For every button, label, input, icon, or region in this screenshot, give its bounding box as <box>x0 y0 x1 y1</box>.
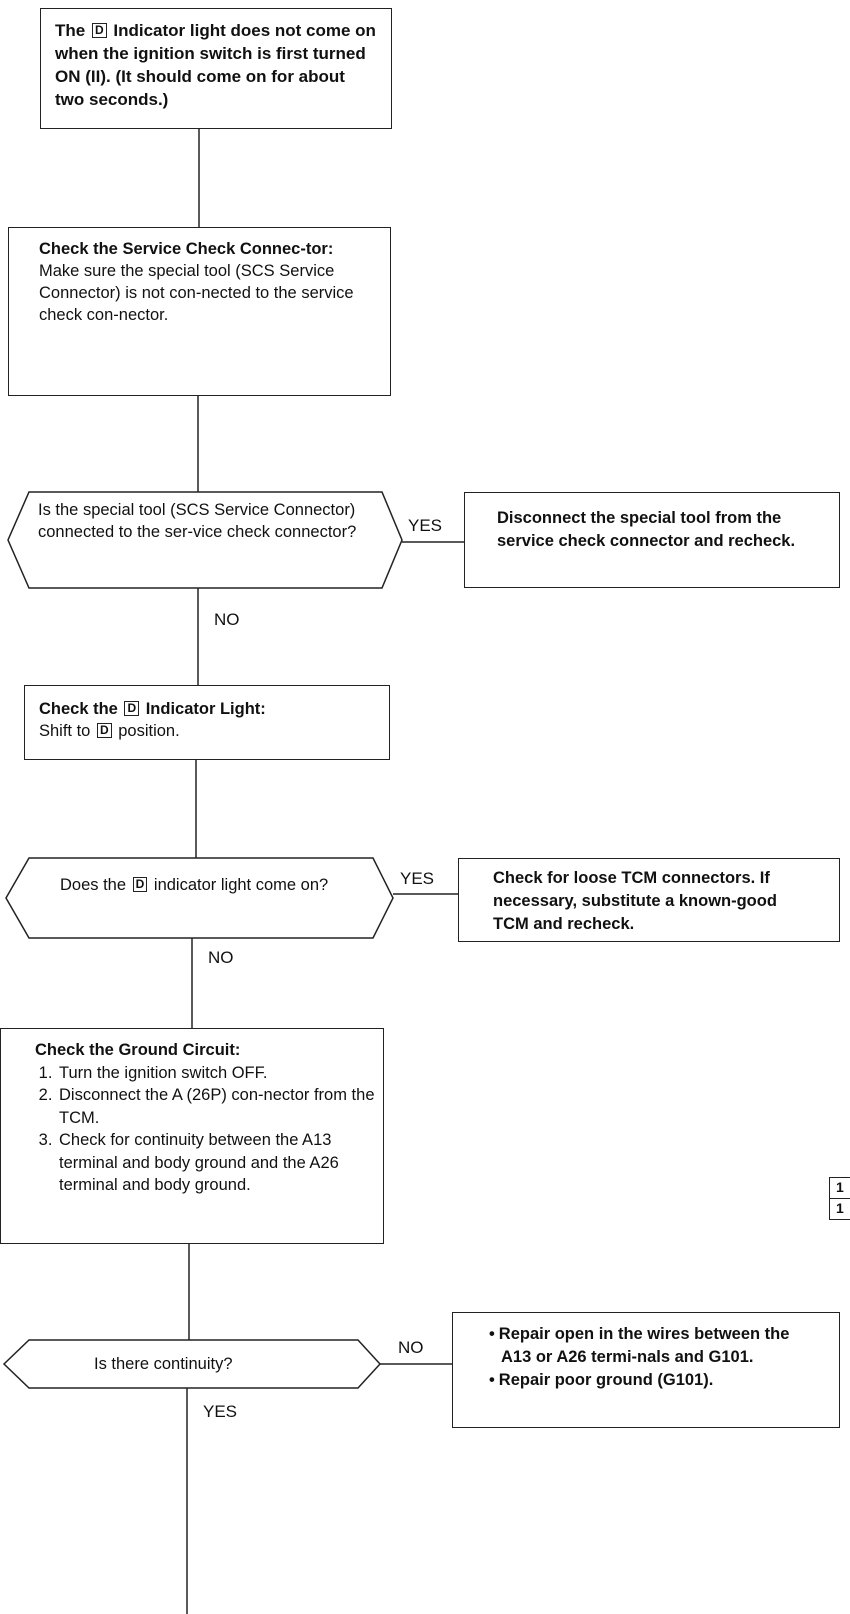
list-item: Repair poor ground (G101). <box>499 1369 805 1392</box>
d-position-symbol: D <box>91 23 107 38</box>
question-d-indicator-on: Does the D indicator light come on? <box>60 874 330 896</box>
edge-mark-bottom: 1 <box>829 1198 850 1220</box>
q3-no-label: NO <box>398 1338 424 1357</box>
decision-shape-q3 <box>2 1339 382 1389</box>
q2-no-label: NO <box>208 948 234 967</box>
step-title-pre: Check the <box>39 700 118 718</box>
symptom-text-pre: The <box>55 21 86 40</box>
list-item: Repair open in the wires between the A13… <box>499 1323 805 1369</box>
step-body: Make sure the special tool (SCS Service … <box>39 262 354 324</box>
result-disconnect-tool: Disconnect the special tool from the ser… <box>464 492 840 588</box>
list-item: Check for continuity between the A13 ter… <box>57 1129 383 1197</box>
result-repair-wires-ground: Repair open in the wires between the A13… <box>452 1312 840 1428</box>
step-service-check-connector: Check the Service Check Connec-tor: Make… <box>8 227 391 396</box>
step-check-ground-circuit: Check the Ground Circuit: Turn the ignit… <box>0 1028 384 1244</box>
q2-text-post: indicator light come on? <box>153 876 329 894</box>
step-body-pre: Shift to <box>39 722 91 740</box>
ground-check-list: Turn the ignition switch OFF. Disconnect… <box>35 1062 383 1197</box>
q3-yes-label: YES <box>203 1402 238 1421</box>
decision-shape-q1 <box>7 491 403 589</box>
step-body-post: position. <box>118 722 180 740</box>
step-body: Shift to D position. <box>39 720 375 742</box>
d-position-symbol: D <box>96 723 112 738</box>
symptom-text-post: Indicator light does not come on when th… <box>55 21 376 109</box>
step-title-post: Indicator Light: <box>145 700 266 718</box>
list-item: Disconnect the A (26P) con-nector from t… <box>57 1084 383 1129</box>
edge-mark-top: 1 <box>829 1177 850 1199</box>
question-scs-connected: Is the special tool (SCS Service Connect… <box>38 501 357 541</box>
q2-yes-label: YES <box>400 869 435 888</box>
step-title: Check the D Indicator Light: <box>39 698 375 720</box>
q2-text-pre: Does the <box>60 876 127 894</box>
list-item: Turn the ignition switch OFF. <box>57 1062 383 1085</box>
d-position-symbol: D <box>124 701 140 716</box>
d-position-symbol: D <box>132 877 148 892</box>
symptom-box: The D Indicator light does not come on w… <box>40 8 392 129</box>
result-check-tcm-connectors: Check for loose TCM connectors. If neces… <box>458 858 840 942</box>
step-title: Check the Service Check Connec-tor: <box>39 240 334 258</box>
step-check-d-indicator: Check the D Indicator Light: Shift to D … <box>24 685 390 760</box>
step-title: Check the Ground Circuit: <box>35 1041 241 1059</box>
q1-yes-label: YES <box>408 516 443 535</box>
question-continuity: Is there continuity? <box>94 1355 233 1373</box>
q1-no-label: NO <box>214 610 240 629</box>
decision-shape-q2 <box>5 857 394 939</box>
repair-list: Repair open in the wires between the A13… <box>487 1323 805 1392</box>
